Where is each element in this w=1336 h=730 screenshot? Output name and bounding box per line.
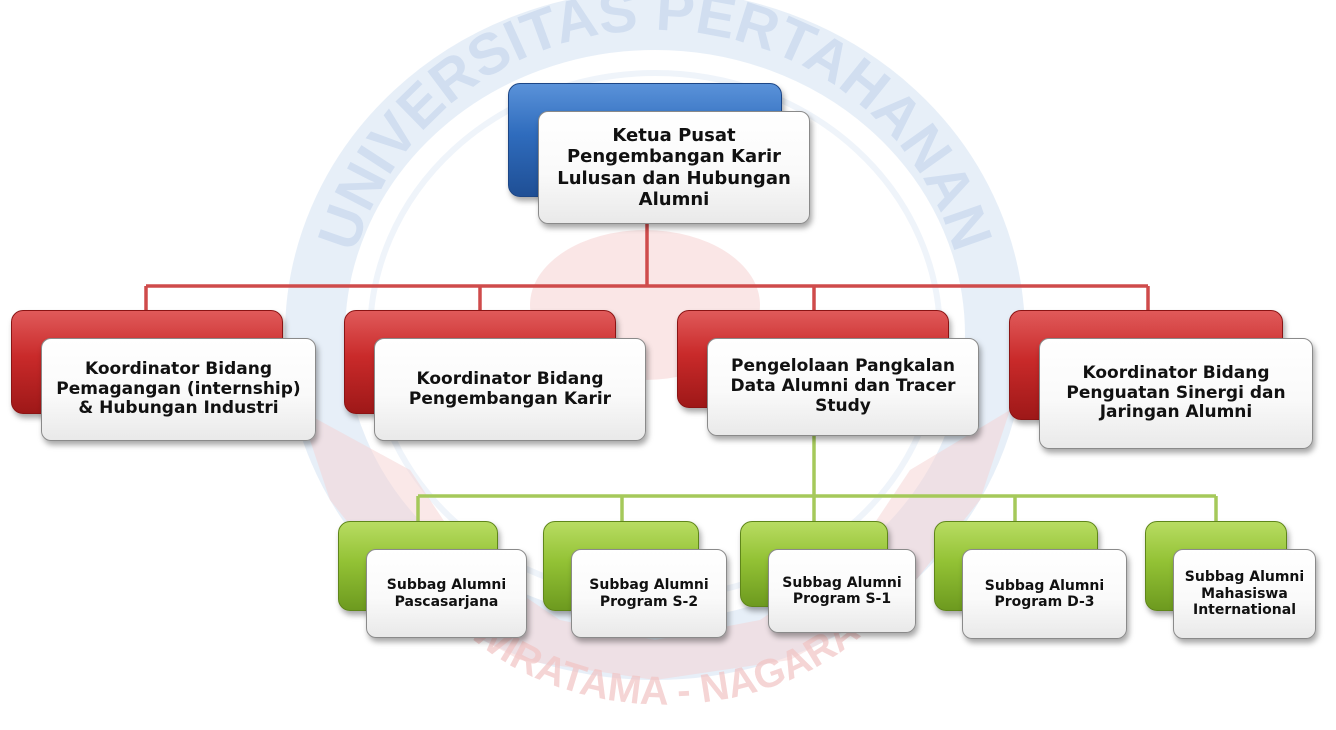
coordinator-node-career: Koordinator Bidang Pengembangan Karir — [344, 310, 648, 442]
coordinator-label: Pengelolaan Pangkalan Data Alumni dan Tr… — [730, 356, 956, 416]
subunit-label: Subbag Alumni Mahasiswa International — [1184, 569, 1305, 619]
coordinator-label: Koordinator Bidang Pemagangan (internshi… — [56, 358, 301, 419]
subunit-label: Subbag Alumni Program D-3 — [984, 577, 1105, 610]
subunit-label: Subbag Alumni Program S-1 — [782, 574, 902, 607]
coordinator-node-tracer-study: Pengelolaan Pangkalan Data Alumni dan Tr… — [677, 310, 981, 438]
subunit-node-s2: Subbag Alumni Program S-2 — [543, 521, 729, 639]
coordinator-node-alumni-network: Koordinator Bidang Penguatan Sinergi dan… — [1009, 310, 1315, 450]
coordinator-label: Koordinator Bidang Penguatan Sinergi dan… — [1066, 362, 1286, 423]
subunit-label: Subbag Alumni Program S-2 — [589, 577, 709, 610]
root-label: Ketua Pusat Pengembangan Karir Lulusan d… — [557, 125, 791, 210]
subunit-node-pascasarjana: Subbag Alumni Pascasarjana — [338, 521, 529, 639]
coordinator-label: Koordinator Bidang Pengembangan Karir — [408, 368, 612, 409]
subunit-node-d3: Subbag Alumni Program D-3 — [934, 521, 1129, 640]
subunit-node-s1: Subbag Alumni Program S-1 — [740, 521, 918, 635]
coordinator-node-internship: Koordinator Bidang Pemagangan (internshi… — [11, 310, 317, 442]
subunit-node-international: Subbag Alumni Mahasiswa International — [1145, 521, 1318, 640]
subunit-label: Subbag Alumni Pascasarjana — [386, 577, 507, 610]
root-node: Ketua Pusat Pengembangan Karir Lulusan d… — [508, 83, 812, 226]
